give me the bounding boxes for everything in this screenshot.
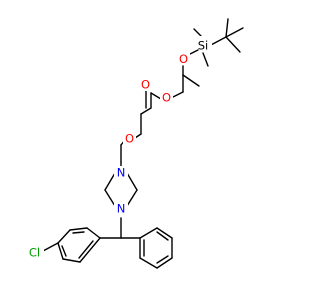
bond bbox=[104, 172, 116, 191]
ether-oxygen-atom: O bbox=[123, 132, 136, 146]
carbonyl-oxygen-atom-label: O bbox=[141, 78, 150, 92]
bond bbox=[172, 91, 184, 98]
bond bbox=[156, 255, 169, 264]
silyl-oxygen-atom-label: O bbox=[179, 52, 188, 66]
bond bbox=[139, 227, 158, 239]
bond bbox=[86, 227, 101, 239]
bond bbox=[225, 36, 241, 53]
lower-nitrogen-atom-label: N bbox=[117, 202, 126, 216]
bond bbox=[62, 258, 81, 263]
silicon-atom-label: Si bbox=[198, 39, 209, 53]
upper-nitrogen-atom-label: N bbox=[117, 166, 126, 180]
atom-layer: Si O O O O N N Cl bbox=[25, 36, 212, 260]
bond bbox=[72, 231, 85, 234]
silyl-oxygen-atom: O bbox=[177, 52, 190, 66]
bond bbox=[126, 189, 138, 207]
chlorine-atom: Cl bbox=[25, 246, 44, 260]
chlorine-atom-label: Cl bbox=[29, 246, 40, 260]
bond bbox=[150, 92, 162, 100]
bond bbox=[156, 257, 173, 269]
ester-oxygen-atom: O bbox=[160, 91, 173, 105]
bond bbox=[104, 189, 116, 207]
bond bbox=[61, 245, 67, 257]
bond bbox=[189, 49, 199, 55]
bond bbox=[57, 229, 71, 244]
bond bbox=[78, 240, 94, 259]
bond bbox=[182, 74, 200, 87]
bond bbox=[225, 27, 244, 38]
bond bbox=[156, 231, 169, 241]
bond bbox=[202, 52, 209, 67]
upper-nitrogen-atom: N bbox=[114, 166, 128, 180]
ester-oxygen-atom-label: O bbox=[162, 91, 171, 105]
bond-layer bbox=[42, 18, 244, 269]
bond bbox=[79, 237, 101, 263]
lower-nitrogen-atom: N bbox=[114, 202, 128, 216]
bond bbox=[156, 227, 173, 239]
bond bbox=[139, 257, 158, 269]
chemical-structure: Si O O O O N N Cl bbox=[25, 18, 244, 269]
bond bbox=[126, 172, 138, 191]
bond bbox=[57, 242, 64, 260]
bond bbox=[140, 107, 152, 115]
bond bbox=[69, 227, 88, 231]
carbonyl-oxygen-atom: O bbox=[139, 78, 152, 92]
silicon-atom: Si bbox=[194, 36, 212, 53]
bond bbox=[42, 242, 59, 252]
ether-oxygen-atom-label: O bbox=[125, 132, 134, 146]
bond bbox=[225, 18, 229, 38]
